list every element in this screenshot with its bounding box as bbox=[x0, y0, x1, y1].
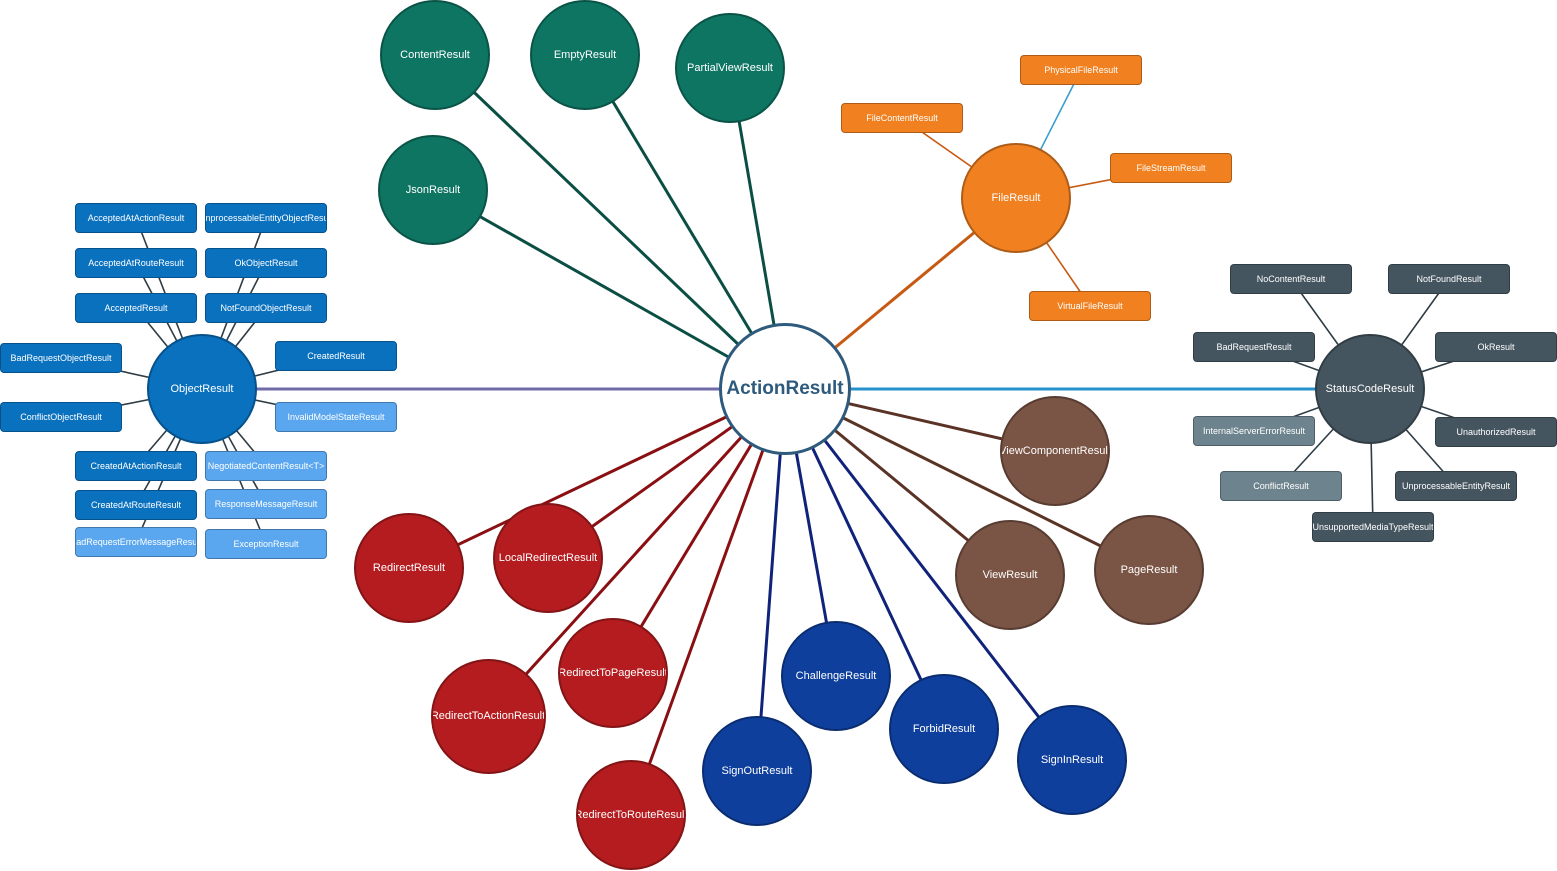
node-viewresult: ViewResult bbox=[955, 520, 1065, 630]
node-conflictobjectresult: ConflictObjectResult bbox=[0, 402, 122, 432]
node-redirecttoactionresult: RedirectToActionResult bbox=[430, 658, 546, 774]
node-signoutresult: SignOutResult bbox=[702, 716, 812, 826]
node-viewcomponentresult: ViewComponentResult bbox=[1000, 396, 1110, 506]
node-conflictresult: ConflictResult bbox=[1220, 471, 1342, 501]
node-createdatrouteresult: CreatedAtRouteResult bbox=[75, 490, 197, 520]
node-acceptedatactionresult: AcceptedAtActionResult bbox=[75, 203, 197, 233]
node-challengeresult: ChallengeResult bbox=[781, 621, 891, 731]
node-actionresult: ActionResult bbox=[719, 323, 851, 455]
node-createdatactionresult: CreatedAtActionResult bbox=[75, 451, 197, 481]
node-emptyresult: EmptyResult bbox=[530, 0, 640, 110]
node-redirecttopageresult: RedirectToPageResult bbox=[558, 618, 668, 728]
edge-action-redirect bbox=[408, 387, 786, 570]
node-forbidresult: ForbidResult bbox=[889, 674, 999, 784]
edge-action-content bbox=[433, 53, 787, 391]
node-unprocessableentityresult: UnprocessableEntityResult bbox=[1395, 471, 1517, 501]
node-unsupportedmediatyperesult: UnsupportedMediaTypeResult bbox=[1312, 512, 1434, 542]
node-badrequesterrormessageresult: BadRequestErrorMessageResult bbox=[75, 527, 197, 557]
node-badrequestresult: BadRequestResult bbox=[1193, 332, 1315, 362]
node-virtualfileresult: VirtualFileResult bbox=[1029, 291, 1151, 321]
node-invalidmodelstateresult: InvalidModelStateResult bbox=[275, 402, 397, 432]
node-createdresult: CreatedResult bbox=[275, 341, 397, 371]
edge-action-json bbox=[432, 188, 786, 391]
node-nocontentresult: NoContentResult bbox=[1230, 264, 1352, 294]
node-negotiatedcontentresult-t: NegotiatedContentResult<T> bbox=[205, 451, 327, 481]
edge-action-redirectroute bbox=[629, 388, 787, 816]
node-acceptedatrouteresult: AcceptedAtRouteResult bbox=[75, 248, 197, 278]
node-pageresult: PageResult bbox=[1094, 515, 1204, 625]
node-okresult: OkResult bbox=[1435, 332, 1557, 362]
node-localredirectresult: LocalRedirectResult bbox=[493, 503, 603, 613]
node-acceptedresult: AcceptedResult bbox=[75, 293, 197, 323]
node-signinresult: SignInResult bbox=[1017, 705, 1127, 815]
node-objectresult: ObjectResult bbox=[147, 334, 257, 444]
node-filecontentresult: FileContentResult bbox=[841, 103, 963, 133]
node-unauthorizedresult: UnauthorizedResult bbox=[1435, 417, 1557, 447]
node-internalservererrorresult: InternalServerErrorResult bbox=[1193, 416, 1315, 446]
edge-action-redirectaction bbox=[486, 387, 787, 718]
node-notfoundresult: NotFoundResult bbox=[1388, 264, 1510, 294]
node-filestreamresult: FileStreamResult bbox=[1110, 153, 1232, 183]
node-okobjectresult: OkObjectResult bbox=[205, 248, 327, 278]
node-partialviewresult: PartialViewResult bbox=[675, 13, 785, 123]
edge-action-page bbox=[784, 387, 1150, 572]
node-jsonresult: JsonResult bbox=[378, 135, 488, 245]
node-redirectresult: RedirectResult bbox=[354, 513, 464, 623]
node-fileresult: FileResult bbox=[961, 143, 1071, 253]
edge-action-signin bbox=[783, 388, 1074, 761]
node-responsemessageresult: ResponseMessageResult bbox=[205, 489, 327, 519]
node-redirecttorouteresult: RedirectToRouteResult bbox=[576, 760, 686, 870]
node-unprocessableentityobjectresult: UnprocessableEntityObjectResult bbox=[205, 203, 327, 233]
node-exceptionresult: ExceptionResult bbox=[205, 529, 327, 559]
node-physicalfileresult: PhysicalFileResult bbox=[1020, 55, 1142, 85]
node-contentresult: ContentResult bbox=[380, 0, 490, 110]
node-statuscoderesult: StatusCodeResult bbox=[1315, 334, 1425, 444]
node-badrequestobjectresult: BadRequestObjectResult bbox=[0, 343, 122, 373]
node-notfoundobjectresult: NotFoundObjectResult bbox=[205, 293, 327, 323]
